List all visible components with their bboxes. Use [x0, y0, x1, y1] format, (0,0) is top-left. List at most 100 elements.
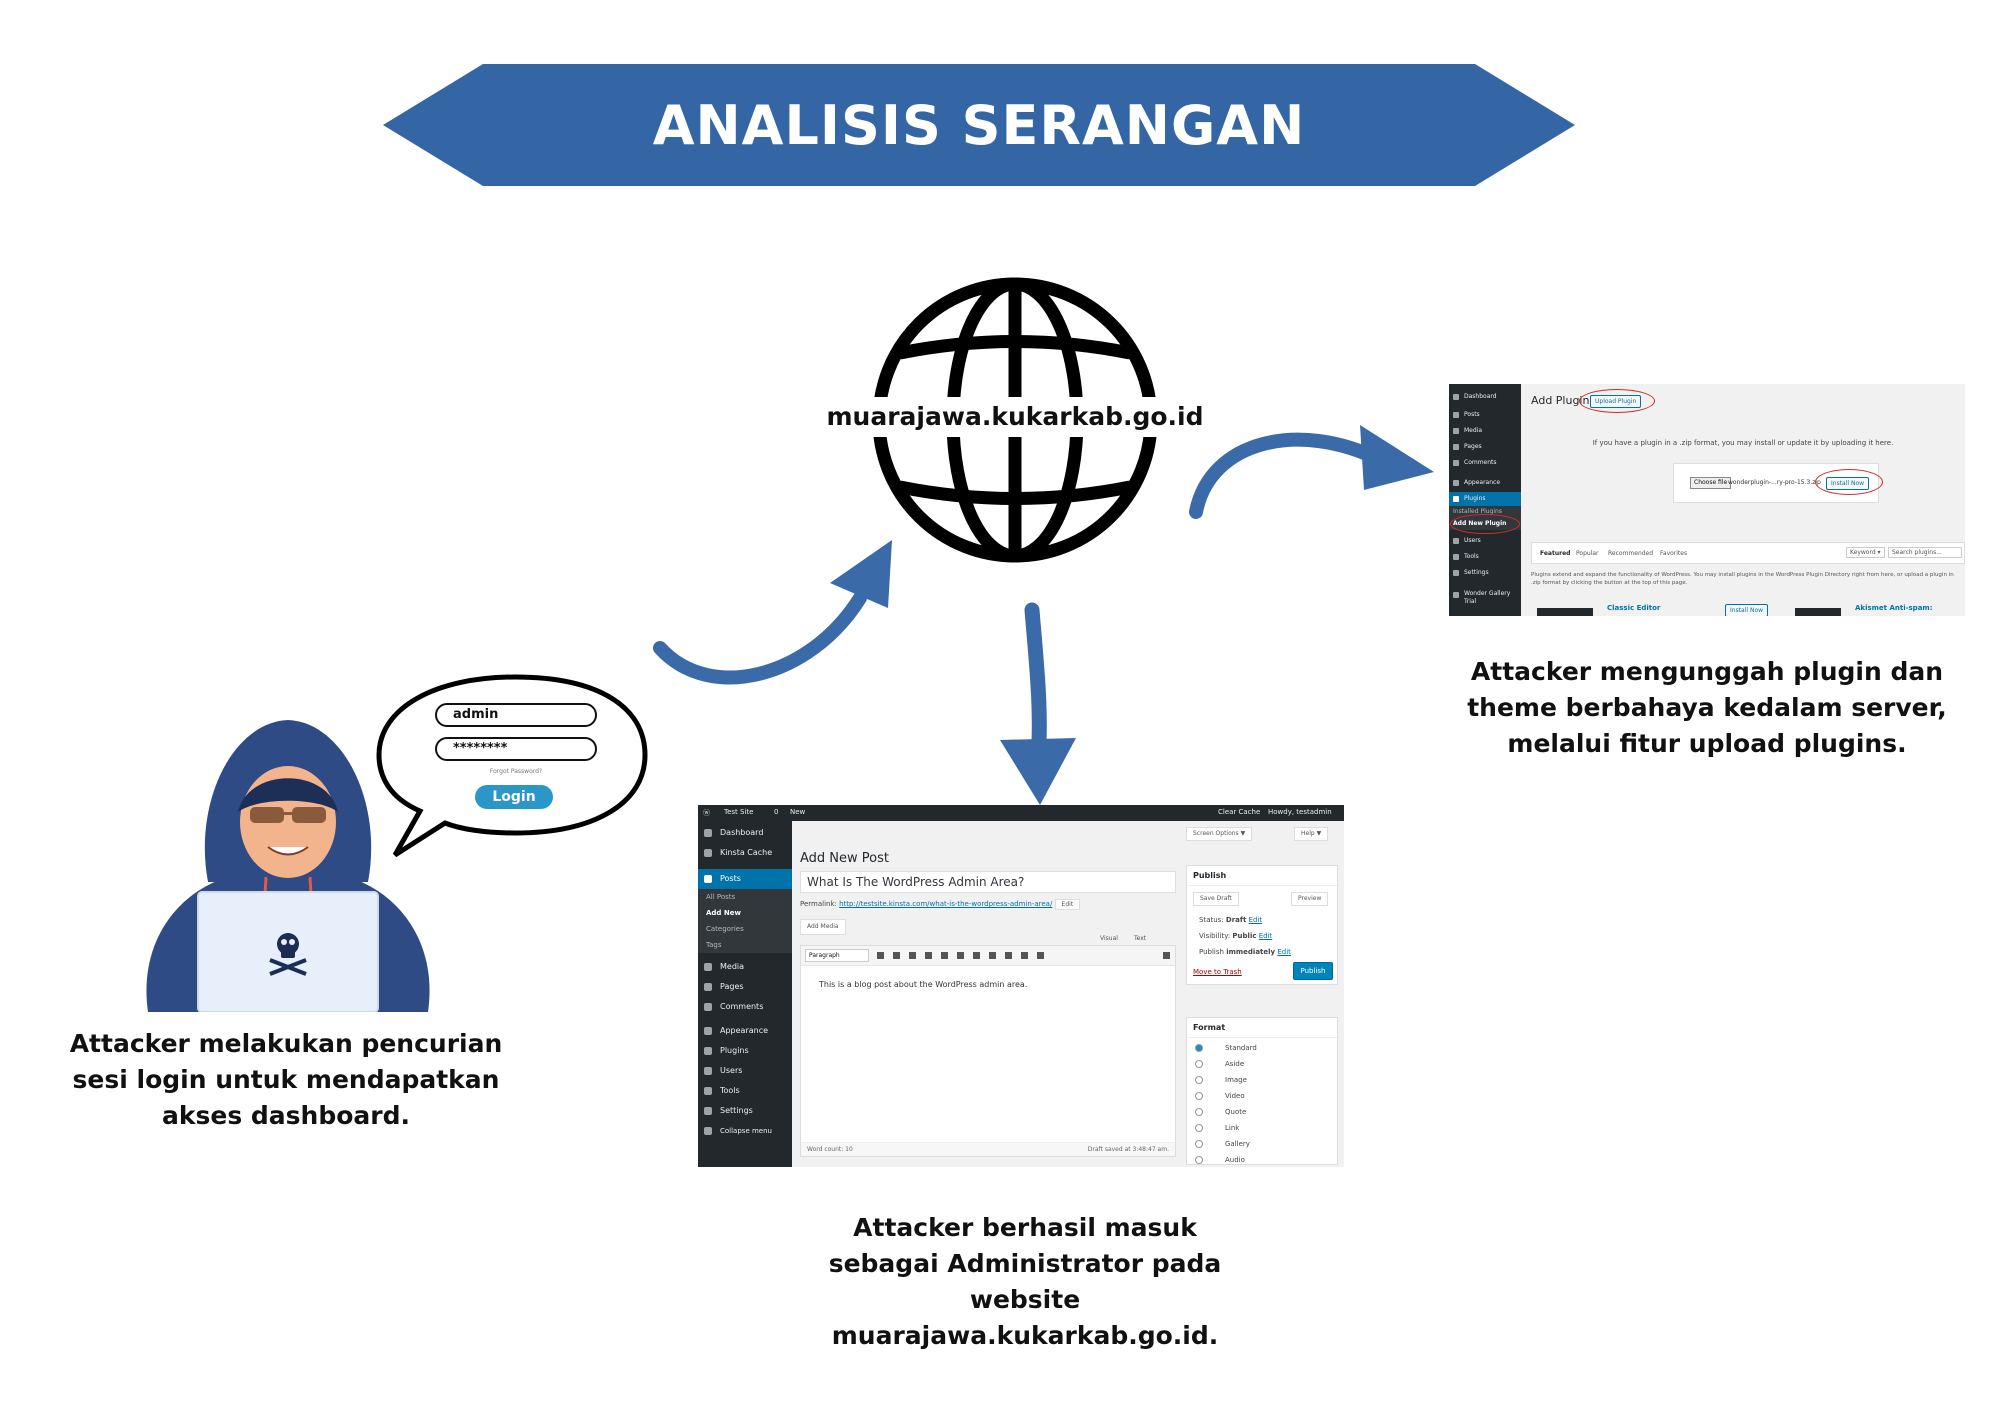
- howdy-user[interactable]: Howdy, testadmin: [1268, 808, 1332, 816]
- help-button[interactable]: Help ▼: [1294, 827, 1329, 841]
- login-button[interactable]: Login: [475, 785, 553, 809]
- editor-toolbar: Paragraph: [801, 946, 1175, 966]
- format-radio-standard[interactable]: [1195, 1044, 1203, 1052]
- site-name[interactable]: Test Site: [724, 808, 754, 816]
- align-right-icon[interactable]: [989, 952, 996, 959]
- read-more-icon[interactable]: [1021, 952, 1028, 959]
- pl-menu-settings[interactable]: Settings: [1449, 566, 1521, 580]
- submenu-categories[interactable]: Categories: [698, 921, 792, 937]
- plugin-filter-tabs: Featured Popular Recommended Favorites K…: [1531, 542, 1965, 564]
- post-title-input[interactable]: What Is The WordPress Admin Area?: [800, 871, 1176, 893]
- comments-icon: [704, 1003, 712, 1011]
- menu-kinsta-cache[interactable]: Kinsta Cache: [698, 843, 792, 863]
- permalink-label: Permalink:: [800, 900, 837, 908]
- submenu-add-new[interactable]: Add New: [698, 905, 792, 921]
- format-radio-video[interactable]: [1195, 1092, 1203, 1100]
- status-edit-link[interactable]: Edit: [1248, 916, 1263, 924]
- submenu-all-posts[interactable]: All Posts: [698, 889, 792, 905]
- italic-icon[interactable]: [893, 952, 900, 959]
- blockquote-icon[interactable]: [941, 952, 948, 959]
- fullscreen-icon[interactable]: [1163, 952, 1170, 959]
- tab-text[interactable]: Text: [1134, 935, 1147, 942]
- menu-collapse[interactable]: Collapse menu: [698, 1121, 792, 1141]
- permalink-edit-button[interactable]: Edit: [1054, 899, 1081, 910]
- menu-dashboard[interactable]: Dashboard: [698, 823, 792, 843]
- pl-menu-dashboard[interactable]: Dashboard: [1449, 390, 1521, 404]
- forgot-password-link[interactable]: Forgot Password?: [489, 768, 543, 775]
- toolbar-toggle-icon[interactable]: [1037, 952, 1044, 959]
- classic-editor-install-button[interactable]: Install Now: [1725, 604, 1769, 616]
- classic-editor-card-title[interactable]: Classic Editor: [1607, 604, 1661, 612]
- numbered-list-icon[interactable]: [925, 952, 932, 959]
- pl-menu-plugins[interactable]: Plugins: [1449, 492, 1521, 506]
- settings-icon: [704, 1107, 712, 1115]
- publish-time-edit-link[interactable]: Edit: [1277, 948, 1291, 956]
- search-plugins-input[interactable]: Search plugins...: [1888, 547, 1962, 558]
- wp-add-new-post-screenshot: ⓦ Test Site 0 New Clear Cache Howdy, tes…: [698, 805, 1344, 1167]
- username-field[interactable]: admin: [435, 703, 597, 727]
- comments-count[interactable]: 0: [774, 808, 779, 816]
- menu-pages[interactable]: Pages: [698, 977, 792, 997]
- akismet-card-title[interactable]: Akismet Anti-spam:: [1855, 604, 1933, 612]
- menu-posts[interactable]: Posts: [698, 869, 792, 889]
- format-radio-quote[interactable]: [1195, 1108, 1203, 1116]
- format-radio-link[interactable]: [1195, 1124, 1203, 1132]
- format-radio-gallery[interactable]: [1195, 1140, 1203, 1148]
- tab-featured[interactable]: Featured: [1540, 550, 1571, 557]
- format-audio: Audio: [1225, 1156, 1245, 1164]
- menu-media[interactable]: Media: [698, 957, 792, 977]
- align-left-icon[interactable]: [957, 952, 964, 959]
- pl-menu-comments[interactable]: Comments: [1449, 456, 1521, 470]
- link-icon[interactable]: [1005, 952, 1012, 959]
- format-box-heading: Format: [1187, 1018, 1337, 1038]
- clear-cache-link[interactable]: Clear Cache: [1218, 808, 1261, 816]
- align-center-icon[interactable]: [973, 952, 980, 959]
- password-field[interactable]: ********: [435, 737, 597, 761]
- page-title: Add New Post: [800, 851, 889, 866]
- pl-menu-posts[interactable]: Posts: [1449, 408, 1521, 422]
- bold-icon[interactable]: [877, 952, 884, 959]
- publish-button[interactable]: Publish: [1293, 962, 1333, 980]
- pl-menu-users[interactable]: Users: [1449, 534, 1521, 548]
- menu-users[interactable]: Users: [698, 1061, 792, 1081]
- pl-menu-wonder-gallery[interactable]: Wonder Gallery Trial: [1449, 588, 1521, 605]
- preview-button[interactable]: Preview: [1291, 892, 1329, 906]
- move-to-trash-link[interactable]: Move to Trash: [1193, 968, 1242, 976]
- tab-favorites[interactable]: Favorites: [1660, 550, 1688, 557]
- paragraph-select[interactable]: Paragraph: [805, 949, 869, 962]
- bullet-list-icon[interactable]: [909, 952, 916, 959]
- submenu-tags[interactable]: Tags: [698, 937, 792, 953]
- menu-plugins[interactable]: Plugins: [698, 1041, 792, 1061]
- menu-appearance[interactable]: Appearance: [698, 1021, 792, 1041]
- menu-comments[interactable]: Comments: [698, 997, 792, 1017]
- tab-popular[interactable]: Popular: [1576, 550, 1599, 557]
- visibility-edit-link[interactable]: Edit: [1258, 932, 1273, 940]
- post-content-editor[interactable]: Paragraph This is a blog post about the …: [800, 945, 1176, 1157]
- brush-icon: [1453, 480, 1459, 486]
- pl-menu-tools[interactable]: Tools: [1449, 550, 1521, 564]
- format-radio-audio[interactable]: [1195, 1156, 1203, 1164]
- pin-icon: [704, 875, 712, 883]
- save-draft-button[interactable]: Save Draft: [1193, 892, 1239, 906]
- tab-visual[interactable]: Visual: [1100, 935, 1118, 942]
- format-radio-aside[interactable]: [1195, 1060, 1203, 1068]
- pl-menu-pages[interactable]: Pages: [1449, 440, 1521, 454]
- choose-file-button[interactable]: Choose file: [1690, 477, 1732, 489]
- menu-tools[interactable]: Tools: [698, 1081, 792, 1101]
- add-media-button[interactable]: Add Media: [800, 919, 846, 935]
- permalink-url[interactable]: http://testsite.kinsta.com/what-is-the-w…: [839, 900, 1053, 908]
- pl-menu-appearance[interactable]: Appearance: [1449, 476, 1521, 490]
- users-icon: [1453, 538, 1459, 544]
- new-menu[interactable]: New: [790, 808, 806, 816]
- title-banner: ANALISIS SERANGAN: [383, 64, 1575, 186]
- banner-shape: [383, 64, 1575, 186]
- menu-settings[interactable]: Settings: [698, 1101, 792, 1121]
- search-type-select[interactable]: Keyword ▾: [1846, 547, 1885, 558]
- format-box: Format Standard Aside Image Video Quote …: [1186, 1017, 1338, 1165]
- pl-menu-media[interactable]: Media: [1449, 424, 1521, 438]
- screen-options-button[interactable]: Screen Options ▼: [1186, 827, 1253, 841]
- status-row: Status: Draft Edit: [1199, 916, 1262, 924]
- format-radio-image[interactable]: [1195, 1076, 1203, 1084]
- publish-time-value: immediately: [1226, 948, 1276, 956]
- tab-recommended[interactable]: Recommended: [1608, 550, 1654, 557]
